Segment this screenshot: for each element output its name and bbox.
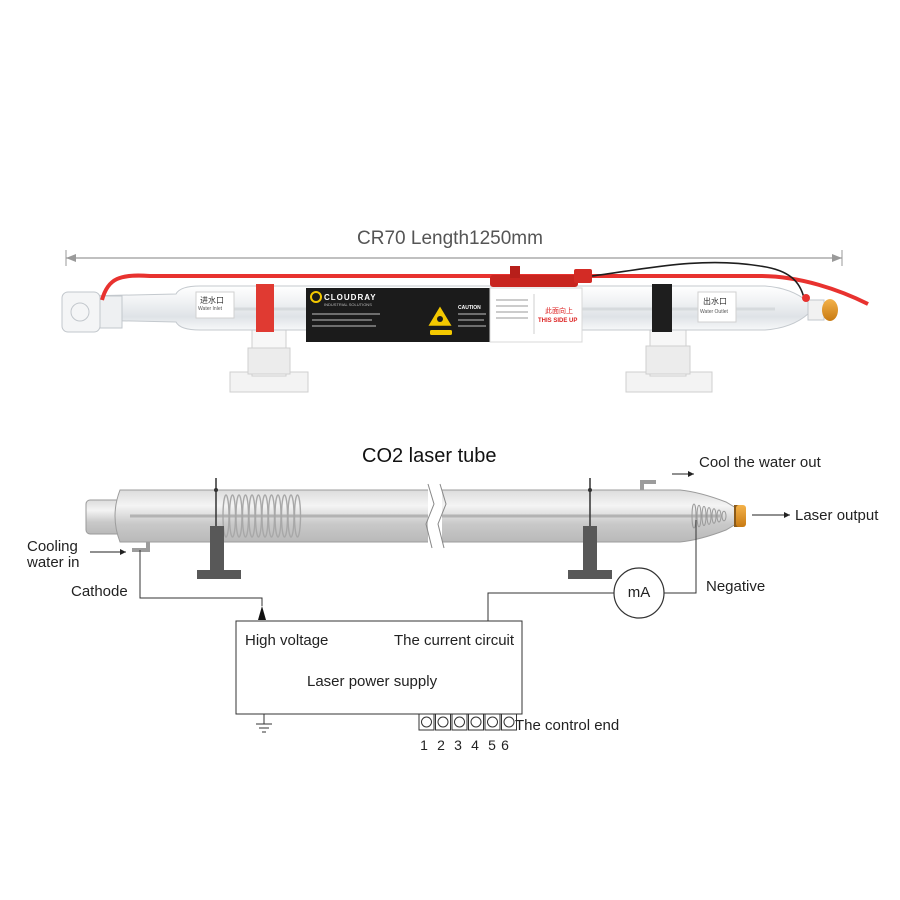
water-in-pipe: [132, 542, 150, 552]
milliammeter: [613, 567, 665, 619]
water-inlet-tag-cn: 进水口: [200, 296, 224, 305]
this-side-up: THIS SIDE UP: [538, 318, 578, 324]
red-strap-left: [256, 284, 274, 332]
ground-symbol: [256, 714, 272, 733]
wire-connector: [490, 266, 592, 287]
cone-coil-turn: [696, 504, 702, 528]
power-supply-box: [235, 620, 523, 715]
cathode-label: Cathode: [71, 583, 128, 600]
laser-output-label: Laser output: [795, 507, 879, 524]
cone-coil-turn: [711, 508, 717, 524]
cone-coil-turn: [701, 505, 707, 527]
cone-coil-turn: [706, 507, 712, 525]
this-side-up-cn: 此面向上: [545, 308, 573, 315]
high-voltage-label: High voltage: [245, 632, 329, 649]
terminal-screw: [503, 716, 515, 728]
terminal-screw: [437, 716, 449, 728]
electrode-stand-left: [197, 478, 241, 579]
control-pin-4: 4: [471, 737, 479, 753]
water-inlet-tag: [195, 291, 235, 319]
diagram-title: CO2 laser tube: [362, 445, 497, 467]
terminal-screw: [470, 716, 482, 728]
cone-coil: [691, 503, 727, 529]
cool-water-out-label: Cool the water out: [699, 454, 821, 471]
water-outlet-tag-en: Water Outlet: [700, 309, 728, 315]
terminal-screw: [454, 716, 465, 728]
length-dimension-line: [65, 250, 843, 266]
terminal-screw: [421, 716, 432, 728]
diagram-tube-body: [114, 489, 737, 543]
caution-text: CAUTION: [458, 305, 481, 311]
black-strap-right: [652, 284, 672, 332]
brand-tagline: INDUSTRIAL SOLUTIONS: [324, 302, 372, 307]
certification-label: [489, 287, 583, 343]
milliammeter-label: mA: [627, 584, 651, 601]
power-supply-label: Laser power supply: [307, 673, 438, 690]
tube-break-mark: [425, 483, 447, 549]
control-pin-6: 6: [501, 737, 509, 753]
control-terminal-block: [418, 713, 517, 731]
brand-name: CLOUDRAY: [324, 293, 377, 302]
water-outlet-tag-cn: 出水口: [703, 297, 727, 306]
coil-turn: [293, 494, 302, 538]
cone-coil-turn: [691, 503, 697, 529]
control-pin-3: 3: [454, 737, 462, 753]
cooling-water-in-label-line1: Cooling: [27, 538, 78, 555]
current-circuit-label: The current circuit: [394, 632, 515, 649]
water-inlet-tag-en: Water Inlet: [198, 306, 222, 312]
control-pin-2: 2: [437, 737, 445, 753]
cone-coil-turn: [716, 509, 722, 523]
control-pin-5: 5: [488, 737, 496, 753]
high-voltage-wire: [100, 273, 869, 306]
negative-label: Negative: [706, 578, 766, 595]
circuit-wiring: [139, 520, 697, 621]
cone-coil-turn: [721, 510, 727, 522]
label-arrows: [90, 471, 790, 555]
control-pin-1: 1: [420, 737, 428, 753]
electrode-stand-right: [568, 478, 612, 579]
laser-output-window: [734, 505, 746, 527]
cooling-water-in-label-line2: water in: [27, 554, 80, 571]
water-outlet-tag: [697, 291, 737, 323]
control-end-label: The control end: [515, 717, 620, 734]
terminal-screw: [487, 716, 498, 728]
water-out-pipe: [640, 480, 656, 490]
product-length-title: CR70 Length1250mm: [357, 228, 543, 249]
product-label: [306, 288, 490, 342]
ground-wire: [591, 261, 805, 299]
cooling-coil: [222, 494, 302, 538]
